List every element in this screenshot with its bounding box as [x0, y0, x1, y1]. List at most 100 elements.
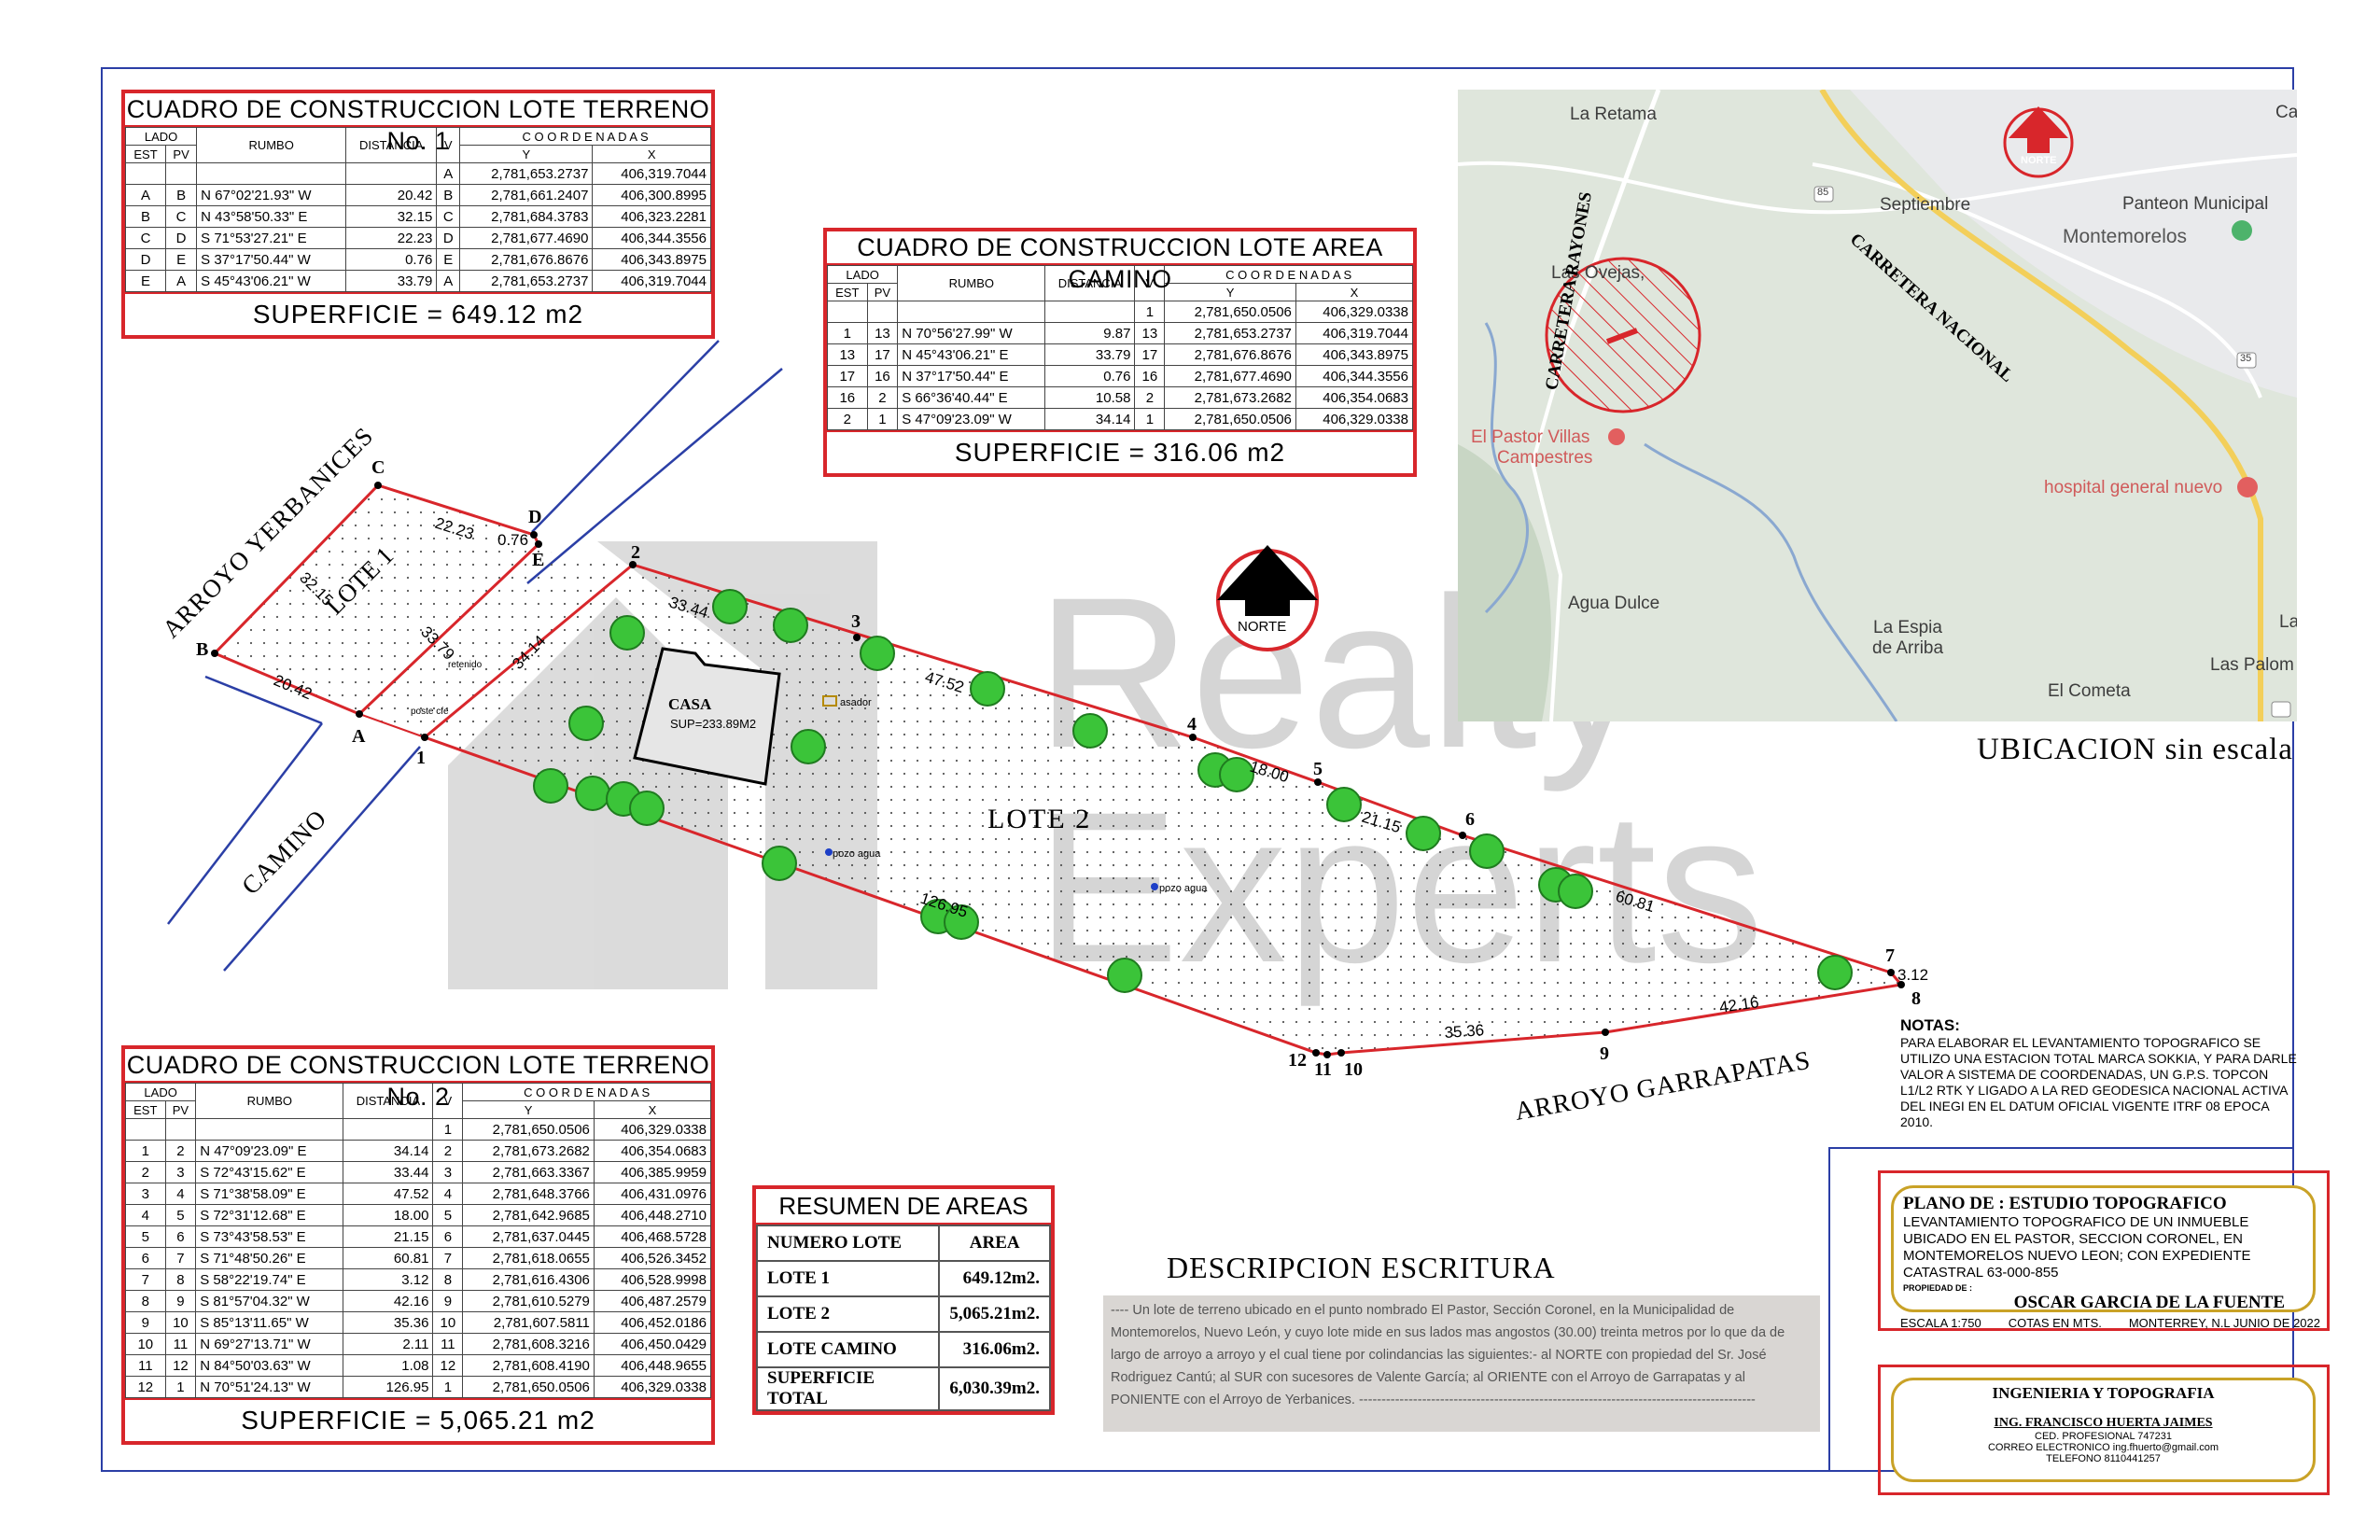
drawing-frame	[101, 67, 2294, 1472]
tree-icon	[1469, 833, 1505, 869]
table-cell: 6	[164, 1225, 197, 1248]
retenido-label: retenido	[448, 660, 483, 670]
pozo-label: pozo agua	[833, 848, 881, 860]
table-cell: S 58°22'19.74" E	[195, 1268, 344, 1291]
table-title: CUADRO DE CONSTRUCCION LOTE TERRENO No. …	[125, 95, 711, 155]
table-cell: 11	[125, 1354, 166, 1377]
vertex-label: A	[352, 726, 366, 747]
map-label: El Pastor Villas	[1471, 427, 1590, 447]
vertex-labels: A B C D E 1 2 3 4 5 6 7 8 9 10 11 12	[196, 457, 1921, 1080]
north-label: NORTE	[1238, 619, 1286, 635]
location-map: La Retama Septiembre Panteon Municipal M…	[1458, 90, 2297, 721]
table-cell: 4	[164, 1183, 197, 1205]
table-cell: 406,385.9959	[593, 1161, 712, 1183]
ingenieria-title: INGENIERIA Y TOPOGRAFIA	[1992, 1384, 2215, 1402]
table-cell: 12	[432, 1354, 464, 1377]
vertex-points	[211, 482, 1905, 1058]
table-cell: 2,781,650.0506	[462, 1118, 595, 1141]
table-cell: 1	[164, 1376, 197, 1398]
map-label: La Retama	[1570, 105, 1657, 124]
table-cell: 34.14	[343, 1140, 434, 1162]
table-cell: 13	[827, 343, 868, 366]
telefono: TELEFONO 8110441257	[2046, 1453, 2161, 1464]
table-cell: 2,781,650.0506	[462, 1376, 595, 1398]
table-cell: 406,319.7044	[1295, 322, 1414, 344]
table-cell: 8	[125, 1290, 166, 1312]
table-cell: S 71°48'50.26" E	[195, 1247, 344, 1269]
distance-label: 0.76	[497, 531, 528, 549]
table-cell: N 84°50'03.63" W	[195, 1354, 344, 1377]
pozo-icon	[825, 848, 833, 856]
table-cell: 10	[125, 1333, 166, 1355]
table-cell: 2,781,673.2682	[1164, 386, 1296, 409]
pozo-icon	[1151, 883, 1158, 890]
propiedad-label: PROPIEDAD DE :	[1903, 1283, 1973, 1293]
table-lote-2: CUADRO DE CONSTRUCCION LOTE TERRENO No. …	[121, 1045, 715, 1445]
table-cell: S 45°43'06.21" W	[196, 270, 347, 292]
location-marker	[1545, 257, 1701, 413]
tree-icon	[1406, 816, 1441, 851]
table-cell: S 85°13'11.65" W	[195, 1311, 344, 1334]
superficie: SUPERFICIE = 649.12 m2	[125, 292, 711, 335]
table-cell: 406,448.9655	[593, 1354, 712, 1377]
map-label: Las Ovejas,	[1551, 263, 1645, 283]
table-cell: 2	[827, 408, 868, 430]
table-cell: 2,781,618.0655	[462, 1247, 595, 1269]
table-cell: 406,343.8975	[592, 248, 711, 271]
distance-label: 35.36	[1444, 1021, 1485, 1042]
table-cell: S 71°38'58.09" E	[195, 1183, 344, 1205]
table-cell: E	[124, 270, 167, 292]
table-cell: 406,344.3556	[1295, 365, 1414, 387]
correo: CORREO ELECTRONICO ing.fhuerto@gmail.com	[1987, 1442, 2219, 1453]
tree-icon	[1072, 713, 1108, 749]
table-cell: 42.16	[343, 1290, 434, 1312]
table-cell: 406,487.2579	[593, 1290, 712, 1312]
table-cell: 2,781,648.3766	[462, 1183, 595, 1205]
table-cell: 34.14	[1044, 408, 1136, 430]
ubicacion-label: UBICACION sin escala	[1977, 733, 2293, 766]
superficie: SUPERFICIE = 316.06 m2	[827, 430, 1413, 473]
table-cell: 9	[432, 1290, 464, 1312]
table-cell: 406,343.8975	[1295, 343, 1414, 366]
table-cell: 8	[432, 1268, 464, 1291]
table-cell: 406,323.2281	[592, 205, 711, 228]
table-cell: N 43°58'50.33" E	[196, 205, 347, 228]
propietario: OSCAR GARCIA DE LA FUENTE	[2013, 1293, 2285, 1312]
asador-icon	[822, 695, 837, 707]
vertex-label: 9	[1600, 1043, 1609, 1064]
table-cell: 406,300.8995	[592, 184, 711, 206]
table-lote-camino: CUADRO DE CONSTRUCCION LOTE AREA CAMINO …	[823, 228, 1417, 477]
notas-title: NOTAS:	[1900, 1016, 1960, 1034]
table-cell: E	[436, 248, 461, 271]
tree-icon	[1558, 874, 1593, 909]
table-cell: N 69°27'13.71" W	[195, 1333, 344, 1355]
map-label: La	[2279, 612, 2297, 632]
table-cell: 1	[1134, 408, 1166, 430]
plano-desc: LEVANTAMIENTO TOPOGRAFICO DE UN INMUEBLE…	[1903, 1214, 2251, 1281]
vertex-label: 4	[1187, 714, 1197, 735]
map-label: Campestres	[1497, 448, 1593, 468]
casa-sup: SUP=233.89M2	[670, 717, 756, 731]
route-35-icon	[2236, 352, 2257, 369]
route-85-icon	[1813, 186, 1834, 203]
table-cell: 2,781,676.8676	[459, 248, 594, 271]
table-cell: 2,781,608.3216	[462, 1333, 595, 1355]
table-cell: 406,528.9998	[593, 1268, 712, 1291]
route-85b-icon	[2271, 701, 2291, 718]
pozo-label: pozo agua	[1159, 883, 1208, 894]
map-north-arrow-icon	[2003, 106, 2074, 178]
table-cell	[196, 162, 347, 185]
table-cell: A	[436, 270, 461, 292]
table-cell: S 72°31'12.68" E	[195, 1204, 344, 1226]
